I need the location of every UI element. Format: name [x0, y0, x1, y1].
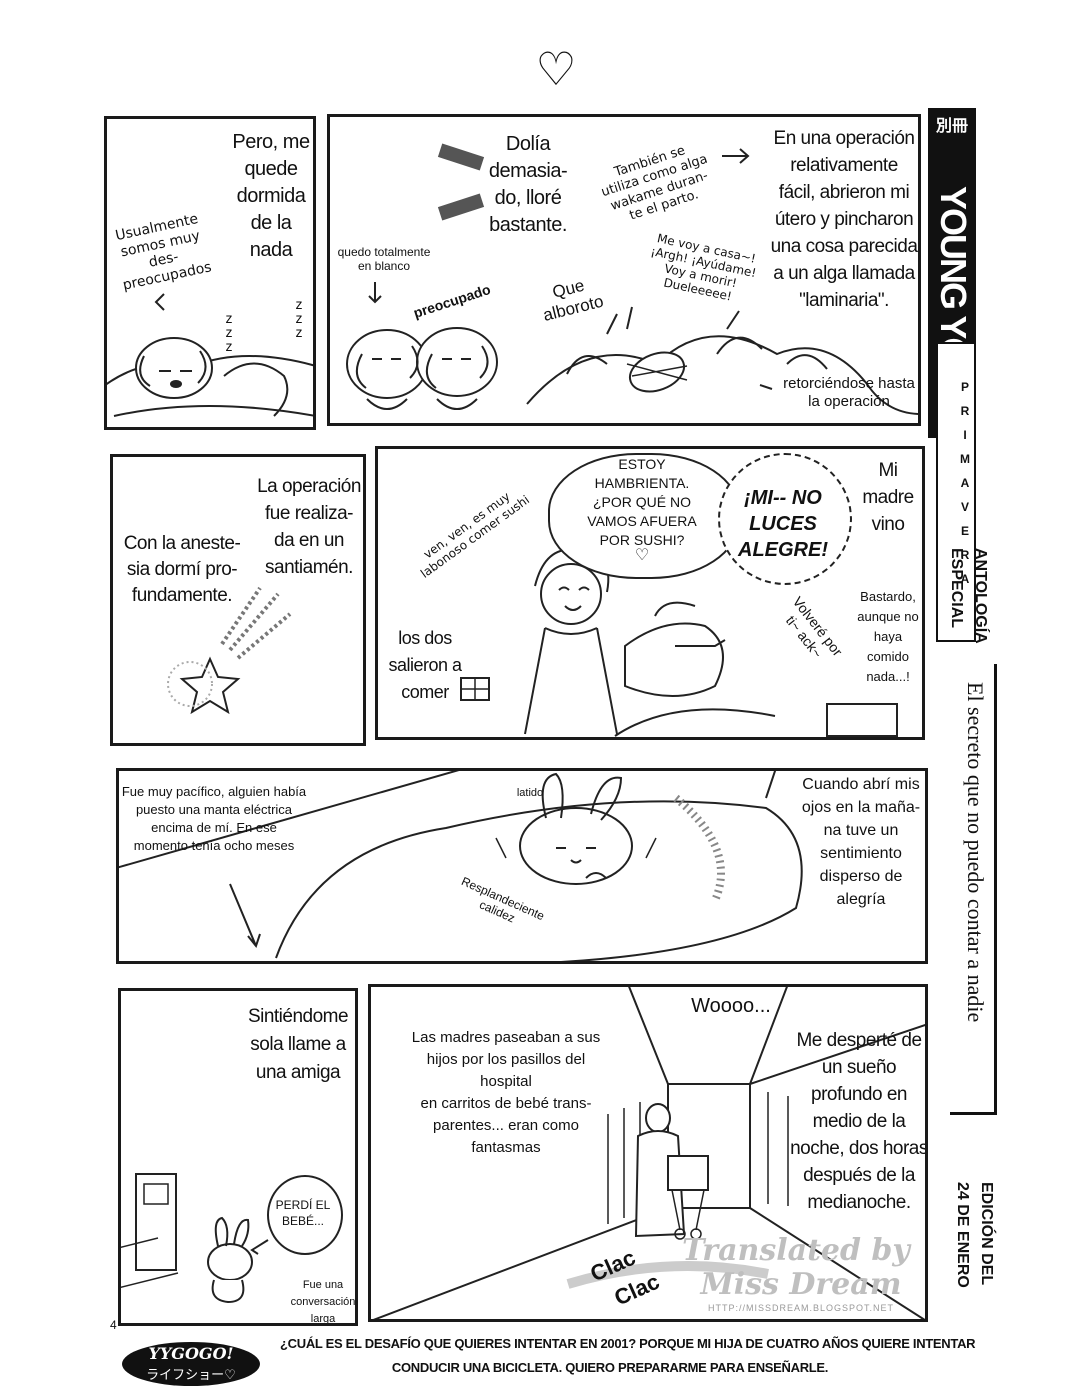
- panel-6-aside: Fue una conversación larga: [290, 1279, 356, 1325]
- panel-2: Dolía demasia- do, lloré bastante. Tambi…: [327, 114, 921, 426]
- sidebar-edition: EDICIÓN DEL 24 DE ENERO: [954, 1182, 995, 1288]
- panel-2-blank-note: quedo totalmente en blanco: [337, 245, 431, 274]
- crying-dogs-drawing: [346, 143, 918, 415]
- panel-7: Las madres paseaban a sus hijos por los …: [368, 984, 928, 1322]
- panel-5: Fue muy pacífico, alguien había puesto u…: [116, 768, 928, 964]
- footer-badge: [122, 1342, 260, 1386]
- panel-2-narration-left: Dolía demasia- do, lloré bastante.: [488, 133, 568, 236]
- hospital-corridor-drawing: [373, 987, 925, 1319]
- mom-heart: ♡: [634, 547, 650, 564]
- watermark-url: HTTP://MISSDREAM.BLOGSPOT.NET: [707, 1303, 895, 1313]
- panel-6-speech: PERDÍ EL BEBÉ...: [275, 1198, 331, 1228]
- panel-3-narration-left: Con la aneste- sia dormí pro- fundamente…: [123, 533, 241, 606]
- magazine-sidebar: 別冊 YOUNG YOU PRIMAVERA ANTOLOGÍA ESPECIA…: [924, 108, 1004, 1313]
- panel-4-narration-mom: Mi madre vino: [862, 460, 914, 535]
- top-heart: ♡: [535, 43, 577, 95]
- panel-2-narration-right: En una operación relativamente fácil, ab…: [770, 128, 918, 311]
- zzz-left: z z z: [225, 310, 233, 354]
- panel-7-narration-right: Me desperté de un sueño profundo en medi…: [790, 1030, 928, 1213]
- panel-5-narration-left: Fue muy pacífico, alguien había puesto u…: [121, 784, 307, 853]
- panel-2-twisting: retorciéndose hasta la operación: [783, 375, 915, 410]
- footer-question-line-2: CONDUCIR UNA BICICLETA. QUIERO PREPARARM…: [391, 1360, 829, 1375]
- sidebar-story-title: El secreto que no puedo contar a nadie: [963, 682, 988, 1023]
- sidebar-logo-kanji: 別冊: [935, 116, 968, 135]
- panel-4: ESTOY HAMBRIENTA. ¿POR QUÉ NO VAMOS AFUE…: [375, 446, 925, 740]
- footer-badge-line-2: ライフショー♡: [146, 1368, 236, 1383]
- season-box: [936, 342, 976, 642]
- footer-question-line-1: ¿CUÁL ES EL DESAFÍO QUE QUIERES INTENTAR…: [280, 1336, 976, 1351]
- sfx-woo: Woooo...: [691, 995, 771, 1017]
- shout-bubble: [718, 453, 852, 585]
- panel-5-narration-right: Cuando abrí mis ojos en la maña- na tuve…: [801, 776, 921, 908]
- panel-4-grumble: Bastardo, aunque no haya comido nada...!: [857, 589, 919, 684]
- bunny-phone-drawing: [121, 1173, 269, 1304]
- panel-1: Usualmente somos muy des- preocupados Pe…: [104, 116, 316, 430]
- mom-thought-bubble: [548, 453, 740, 579]
- panel-1-narration: Pero, me quede dormida de la nada: [232, 131, 310, 261]
- panel-6-narration: Sintiéndome sola llame a una amiga: [247, 1006, 349, 1083]
- watermark-line-1: Translated by: [682, 1233, 910, 1268]
- shooting-star-drawing: [167, 586, 292, 715]
- panel-6-speech-bubble: [267, 1175, 343, 1255]
- sidebar-season: PRIMAVERA: [958, 380, 972, 596]
- footer-badge-line-1: YYGOGO!: [148, 1344, 234, 1363]
- panel-7-narration-left: Las madres paseaban a sus hijos por los …: [411, 1029, 601, 1156]
- sidebar-anthology: ANTOLOGÍA ESPECIAL: [948, 548, 989, 644]
- dog-shout: ¡MI-- NO LUCES ALEGRE!: [738, 487, 828, 561]
- watermark-line-2: Miss Dream: [700, 1267, 902, 1302]
- panel-3-narration-right: La operación fue realiza- da en un santi…: [257, 476, 361, 578]
- panel-6: Sintiéndome sola llame a una amiga PERDÍ…: [118, 988, 358, 1326]
- bunny-in-bed-drawing: [119, 771, 803, 961]
- panel-3: Con la aneste- sia dormí pro- fundamente…: [110, 454, 366, 746]
- mom-speech: ESTOY HAMBRIENTA. ¿POR QUÉ NO VAMOS AFUE…: [587, 456, 697, 548]
- sleeping-dogs-drawing: [107, 293, 313, 417]
- panel-5-beat: latido: [516, 787, 544, 799]
- story-title-border: [950, 664, 997, 1115]
- zzz-right: z z z: [295, 296, 303, 340]
- page-number: 4: [110, 1318, 117, 1332]
- panel-4-narration-left: los dos salieron a comer: [388, 628, 462, 702]
